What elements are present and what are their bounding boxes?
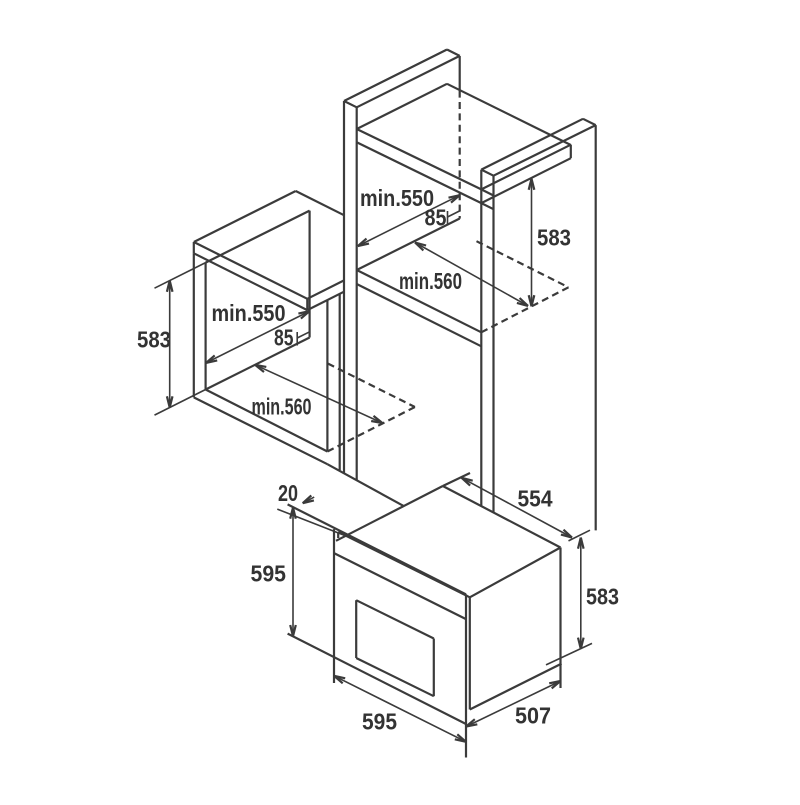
svg-text:min.560: min.560 <box>399 268 462 294</box>
svg-text:85: 85 <box>425 205 447 231</box>
svg-text:554: 554 <box>518 486 553 512</box>
svg-text:min.550: min.550 <box>212 300 286 326</box>
svg-text:583: 583 <box>137 327 171 353</box>
svg-text:595: 595 <box>251 561 287 587</box>
svg-text:min.560: min.560 <box>252 394 312 420</box>
svg-text:min.550: min.550 <box>360 185 434 211</box>
svg-text:583: 583 <box>586 584 619 610</box>
svg-text:85: 85 <box>274 325 294 351</box>
svg-text:507: 507 <box>515 703 551 729</box>
svg-text:583: 583 <box>537 225 571 251</box>
svg-text:595: 595 <box>362 709 397 735</box>
svg-text:20: 20 <box>278 480 298 506</box>
